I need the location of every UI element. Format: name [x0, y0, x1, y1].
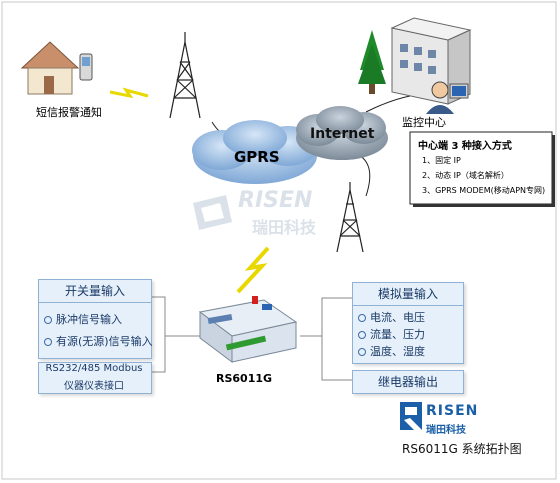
logo-text-en: RISEN [426, 403, 479, 419]
access-methods-title: 中心端 3 种接入方式 [418, 141, 512, 152]
bullet-icon [358, 348, 366, 356]
access-method-item: 3、GPRS MODEM(移动APN专网) [422, 186, 546, 195]
relay-output-panel: 继电器输出 [352, 370, 464, 394]
internet-label: Internet [310, 126, 375, 142]
operator-icon [426, 81, 469, 114]
switch-input-item-label: 脉冲信号输入 [56, 313, 122, 326]
bullet-icon [358, 331, 366, 339]
analog-input-item-label: 温度、湿度 [370, 345, 425, 358]
tower-icon [336, 182, 364, 253]
switch-input-item: 有源(无源)信号输入 [44, 333, 153, 349]
switch-input-title: 开关量输入 [38, 279, 152, 303]
rs6011g-device-icon [198, 296, 298, 363]
monitor-center-label: 监控中心 [402, 116, 446, 129]
logo-text-cn: 瑞田科技 [426, 425, 466, 436]
link-line [365, 95, 411, 113]
analog-input-item: 温度、湿度 [358, 343, 425, 359]
watermark-text-cn: 瑞田科技 [252, 218, 317, 237]
watermark-text-en: RISEN [238, 188, 313, 213]
diagram-caption: RS6011G 系统拓扑图 [402, 442, 522, 456]
access-method-item: 2、动态 IP（域名解析） [422, 171, 509, 180]
connector-lines [150, 296, 352, 381]
signal-bolt-icon [109, 87, 149, 99]
access-methods-box [409, 131, 553, 205]
device-label: RS6011G [216, 372, 273, 385]
analog-input-title: 模拟量输入 [352, 282, 464, 306]
signal-bolt-icon [236, 246, 270, 294]
switch-input-item-label: 有源(无源)信号输入 [56, 335, 153, 348]
analog-input-item: 流量、压力 [358, 326, 425, 342]
watermark-logo [193, 195, 232, 230]
tree-icon [358, 30, 386, 94]
serial-interface-line1: RS232/485 Modbus [45, 363, 143, 374]
serial-interface-line2: 仪器仪表接口 [64, 381, 124, 392]
analog-input-item-label: 流量、压力 [370, 328, 425, 341]
bullet-icon [44, 316, 52, 324]
tower-icon [169, 32, 201, 119]
analog-input-item-label: 电流、电压 [370, 311, 425, 324]
bullet-icon [358, 314, 366, 322]
sms-alarm-label: 短信报警通知 [36, 106, 102, 119]
serial-interface-panel [38, 362, 152, 394]
gprs-label: GPRS [234, 148, 280, 166]
bullet-icon [44, 338, 52, 346]
analog-input-item: 电流、电压 [358, 309, 425, 325]
switch-input-item: 脉冲信号输入 [44, 311, 122, 327]
risen-logo-icon [400, 402, 422, 430]
access-method-item: 1、固定 IP [422, 156, 461, 165]
internet-cloud [296, 106, 388, 160]
gprs-cloud [192, 120, 318, 184]
house-icon [20, 41, 93, 95]
